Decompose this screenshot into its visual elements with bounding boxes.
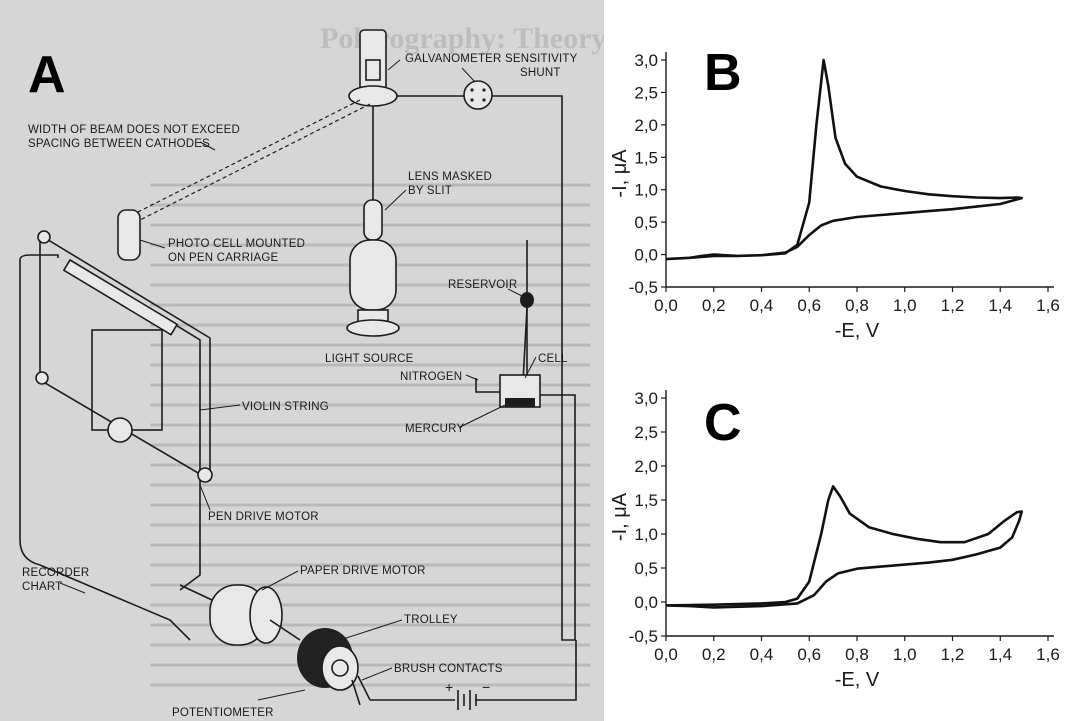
x-tick-label-c: 1,6 <box>1036 645 1060 664</box>
x-axis-label-b: -E, V <box>835 320 880 342</box>
y-tick-label-b: 1,0 <box>634 181 658 200</box>
y-tick-label-c: 3,0 <box>634 389 658 408</box>
y-tick-label-b: 0,0 <box>634 246 658 265</box>
x-tick-label-b: 1,2 <box>941 296 965 315</box>
photo-cell <box>117 209 141 261</box>
circuit-wire-cell <box>526 240 576 640</box>
label-galvanometer: GALVANOMETER <box>405 53 502 65</box>
y-tick-label-b: 3,0 <box>634 51 658 70</box>
panel-c-letter: C <box>704 394 742 452</box>
y-tick-label-c: 0,5 <box>634 559 658 578</box>
cv-curve-b-0 <box>665 58 1023 261</box>
label-brush-contacts: BRUSH CONTACTS <box>394 663 503 675</box>
y-tick-label-c: 2,5 <box>634 423 658 442</box>
label-beam-width-2: SPACING BETWEEN CATHODES <box>28 138 210 150</box>
dropping-mercury-electrode <box>475 292 541 408</box>
x-tick-label-b: 0,0 <box>654 296 678 315</box>
label-sensitivity: SENSITIVITY <box>505 53 578 65</box>
sensitivity-shunt <box>463 80 493 110</box>
light-source <box>346 239 400 337</box>
label-pen-drive-motor: PEN DRIVE MOTOR <box>208 511 319 523</box>
label-beam-width-1: WIDTH OF BEAM DOES NOT EXCEED <box>28 124 240 136</box>
x-tick-label-c: 0,4 <box>750 645 774 664</box>
x-tick-label-c: 0,8 <box>845 645 869 664</box>
x-axis-label-c: -E, V <box>835 669 880 691</box>
label-violin-string: VIOLIN STRING <box>242 401 329 413</box>
recorder-chart <box>19 230 213 641</box>
y-tick-label-c: 0,0 <box>634 593 658 612</box>
paper-drive-motor <box>179 584 283 646</box>
x-tick-label-c: 0,2 <box>702 645 726 664</box>
label-trolley: TROLLEY <box>404 614 458 626</box>
x-tick-label-c: 0,6 <box>797 645 821 664</box>
y-tick-label-c: 2,0 <box>634 457 658 476</box>
y-axis-label-b: -I, μA <box>609 149 631 198</box>
label-mercury: MERCURY <box>405 423 464 435</box>
y-tick-label-b: 0,5 <box>634 213 658 232</box>
label-nitrogen: NITROGEN <box>400 371 462 383</box>
x-tick-label-b: 1,6 <box>1036 296 1060 315</box>
battery-plus-sign: + <box>445 679 453 695</box>
x-tick-label-b: 0,2 <box>702 296 726 315</box>
x-tick-label-c: 1,2 <box>941 645 965 664</box>
panel-a-letter: A <box>28 46 66 104</box>
label-chart: CHART <box>22 581 62 593</box>
x-tick-label-b: 1,4 <box>988 296 1012 315</box>
x-tick-label-b: 0,4 <box>750 296 774 315</box>
label-lens-2: BY SLIT <box>408 185 452 197</box>
label-potentiometer: POTENTIOMETER <box>172 707 274 719</box>
lens <box>363 199 383 241</box>
galvanometer <box>348 29 398 107</box>
label-reservoir: RESERVOIR <box>448 279 517 291</box>
panel-b-letter: B <box>704 44 742 102</box>
y-tick-label-b: 2,5 <box>634 83 658 102</box>
label-photo-cell-1: PHOTO CELL MOUNTED <box>168 238 305 250</box>
label-paper-drive-motor: PAPER DRIVE MOTOR <box>300 565 426 577</box>
circuit-wire-top <box>397 95 576 641</box>
label-lens-1: LENS MASKED <box>408 171 492 183</box>
battery-minus-sign: − <box>482 679 490 695</box>
label-shunt: SHUNT <box>520 67 561 79</box>
potentiometer <box>269 619 371 706</box>
y-tick-label-c: 1,5 <box>634 491 658 510</box>
cv-curve-c-0 <box>665 485 1023 609</box>
x-tick-label-b: 0,8 <box>845 296 869 315</box>
label-light-source: LIGHT SOURCE <box>325 353 414 365</box>
y-tick-label-b: 2,0 <box>634 116 658 135</box>
label-photo-cell-2: ON PEN CARRIAGE <box>168 252 278 264</box>
light-beam <box>131 99 371 221</box>
polarograph-diagram: Polarography: Theory, Instrumentation A <box>19 22 604 719</box>
y-axis-label-c: -I, μA <box>609 492 631 541</box>
y-tick-label-b: 1,5 <box>634 148 658 167</box>
x-tick-label-c: 0,0 <box>654 645 678 664</box>
label-leaders <box>59 59 537 701</box>
y-tick-label-c: -0,5 <box>629 627 658 646</box>
x-tick-label-c: 1,4 <box>988 645 1012 664</box>
battery <box>370 640 577 710</box>
y-tick-label-b: -0,5 <box>629 278 658 297</box>
polarograph-schematic-panel: Polarography: Theory, Instrumentation A <box>0 0 604 721</box>
x-tick-label-b: 0,6 <box>797 296 821 315</box>
label-recorder: RECORDER <box>22 567 89 579</box>
x-tick-label-c: 1,0 <box>893 645 917 664</box>
x-tick-label-b: 1,0 <box>893 296 917 315</box>
label-cell: CELL <box>538 353 568 365</box>
y-tick-label-c: 1,0 <box>634 525 658 544</box>
